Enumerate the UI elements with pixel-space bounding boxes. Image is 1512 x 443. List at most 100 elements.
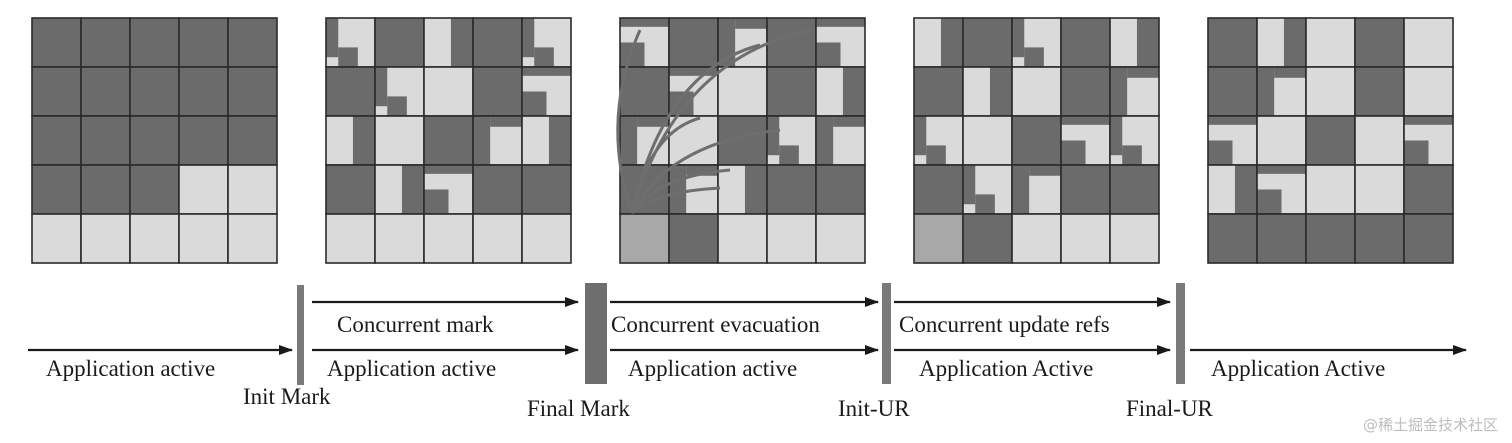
- live-object-block: [620, 116, 638, 165]
- region-used: [31, 66, 82, 117]
- live-object-block: [989, 67, 1012, 116]
- region-used: [1403, 164, 1454, 215]
- live-object-block: [1283, 18, 1306, 67]
- live-object-block: [914, 116, 927, 156]
- region-used: [913, 66, 964, 117]
- region-free: [31, 213, 82, 264]
- live-object-block: [842, 67, 865, 116]
- region-free: [129, 213, 180, 264]
- region-free: [1305, 17, 1356, 68]
- live-object-block: [767, 116, 780, 156]
- region-used: [129, 66, 180, 117]
- region-used: [80, 164, 131, 215]
- live-object-block: [1029, 165, 1061, 176]
- live-object-block: [522, 67, 571, 76]
- live-object-block: [926, 145, 946, 165]
- region-used: [1011, 115, 1062, 166]
- forwarding-reference-line: [616, 29, 642, 214]
- region-free: [374, 115, 425, 166]
- live-object-block: [940, 18, 963, 67]
- live-object-block: [1404, 140, 1429, 165]
- region-collection-set: [913, 213, 964, 264]
- region-free: [1305, 164, 1356, 215]
- live-object-block: [326, 18, 339, 58]
- pause-bar-final-ur: [1176, 283, 1185, 384]
- live-object-block: [424, 189, 449, 214]
- region-used: [962, 213, 1013, 264]
- live-object-block: [401, 165, 424, 214]
- label-final-ur: Final-UR: [1126, 396, 1213, 421]
- region-used: [227, 115, 278, 166]
- live-object-block: [669, 165, 687, 214]
- reference-lines: [616, 28, 813, 215]
- region-used: [521, 164, 572, 215]
- forwarding-reference-line: [630, 28, 813, 214]
- live-object-block: [1208, 116, 1257, 125]
- live-object-block: [1208, 140, 1233, 165]
- region-used: [129, 164, 180, 215]
- region-used: [668, 213, 719, 264]
- live-object-block: [1257, 67, 1275, 116]
- region-free: [1354, 115, 1405, 166]
- region-free: [227, 164, 278, 215]
- live-object-block: [816, 18, 865, 27]
- label-concurrent-update-refs: Concurrent update refs: [899, 312, 1110, 337]
- region-used: [472, 164, 523, 215]
- live-object-block: [1404, 116, 1453, 125]
- label-application-active-2: Application active: [325, 356, 499, 382]
- live-object-block: [779, 145, 799, 165]
- region-used: [1354, 213, 1405, 264]
- region-used: [129, 17, 180, 68]
- timeline: [28, 283, 1467, 385]
- live-object-block: [963, 165, 976, 205]
- live-object-block: [1127, 67, 1159, 78]
- live-object-block: [816, 42, 841, 67]
- region-used: [227, 17, 278, 68]
- region-free: [1011, 66, 1062, 117]
- region-used: [129, 115, 180, 166]
- live-object-block: [1061, 140, 1086, 165]
- region-used: [80, 17, 131, 68]
- region-used: [178, 66, 229, 117]
- region-free: [1109, 213, 1160, 264]
- heap-snapshots: [31, 17, 1454, 264]
- pause-bar-init-mark: [297, 285, 304, 385]
- region-used: [31, 115, 82, 166]
- region-free: [325, 213, 376, 264]
- region-free: [1011, 213, 1062, 264]
- region-used: [423, 115, 474, 166]
- forwarding-reference-line: [630, 128, 781, 214]
- region-used: [1354, 66, 1405, 117]
- region-used: [1060, 17, 1111, 68]
- region-free: [962, 115, 1013, 166]
- live-object-block: [1257, 189, 1282, 214]
- live-object-block: [387, 96, 407, 116]
- region-used: [1305, 213, 1356, 264]
- region-used: [1207, 66, 1258, 117]
- region-used: [1109, 164, 1160, 215]
- live-object-block: [548, 116, 571, 165]
- live-object-block: [522, 91, 547, 116]
- region-free: [1354, 164, 1405, 215]
- label-final-mark: Final Mark: [527, 396, 630, 421]
- heap-5: [1207, 17, 1454, 264]
- live-object-block: [522, 18, 535, 58]
- live-object-block: [1274, 67, 1306, 78]
- region-used: [766, 66, 817, 117]
- live-object-block: [669, 67, 718, 76]
- region-free: [1305, 66, 1356, 117]
- region-free: [1403, 66, 1454, 117]
- forwarding-reference-line: [630, 116, 701, 214]
- label-application-active-4: Application Active: [917, 356, 1096, 382]
- live-object-block: [620, 18, 669, 27]
- live-object-block: [1061, 116, 1110, 125]
- live-object-block: [490, 116, 522, 127]
- region-used: [1256, 213, 1307, 264]
- label-application-active-3: Application active: [626, 356, 800, 382]
- live-object-block: [352, 116, 375, 165]
- live-object-block: [1257, 165, 1306, 174]
- live-object-block: [450, 18, 473, 67]
- watermark: @稀土掘金技术社区: [1362, 416, 1498, 434]
- region-used: [962, 17, 1013, 68]
